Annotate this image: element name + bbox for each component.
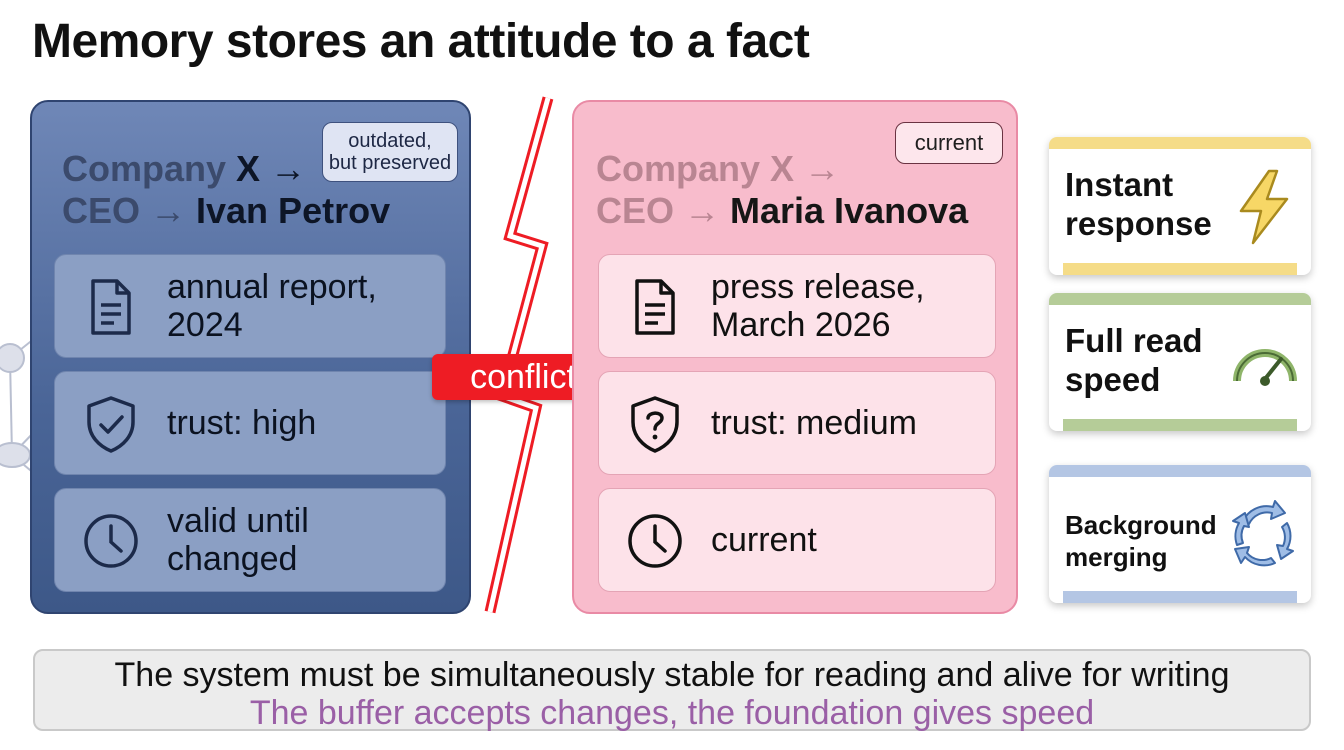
role-label: CEO → [62, 190, 197, 231]
source-line1: annual report, [167, 268, 377, 306]
footer-banner: The system must be simultaneously stable… [33, 649, 1311, 731]
speedometer-icon [1233, 349, 1297, 386]
feature-bottom-bar [1063, 419, 1297, 431]
lightning-bolt-divider [484, 96, 554, 614]
trust-row: trust: high [54, 371, 446, 475]
validity-text: current [711, 521, 817, 559]
clock-icon [84, 514, 138, 568]
feature-bottom-bar [1063, 263, 1297, 275]
slide-title: Memory stores an attitude to a fact [32, 15, 810, 68]
role-value: Maria Ivanova [730, 190, 969, 231]
subject-arrow: → [260, 148, 307, 189]
footer-line2: The buffer accepts changes, the foundati… [249, 694, 1095, 732]
source-text: press release,March 2026 [711, 255, 925, 357]
source-line1: press release, [711, 268, 925, 306]
feature-top-bar [1049, 137, 1311, 149]
validity-line2: changed [167, 540, 298, 578]
current-tag: current [895, 122, 1003, 164]
clock-icon [628, 514, 682, 568]
feature-line2: response [1065, 205, 1212, 242]
feature-top-bar [1049, 293, 1311, 305]
outdated-fact-heading: Company X → CEO → Ivan Petrov [62, 148, 390, 232]
feature-bottom-bar [1063, 591, 1297, 603]
feature-line1: Instant [1065, 166, 1174, 203]
footer-line1: The system must be simultaneously stable… [114, 656, 1230, 694]
source-text: annual report,2024 [167, 255, 377, 357]
trust-text: trust: high [167, 404, 317, 442]
feature-line1: Background [1065, 510, 1217, 540]
current-fact-heading: Company X → CEO → Maria Ivanova [596, 148, 968, 232]
trust-row: trust: medium [598, 371, 996, 475]
subject-label: Company [62, 148, 237, 189]
validity-line1: valid until [167, 502, 309, 540]
source-line2: 2024 [167, 306, 243, 344]
subject-name: X [236, 148, 261, 189]
subject-label: Company X → [596, 148, 841, 189]
trust-text: trust: medium [711, 404, 917, 442]
feature-line2: speed [1065, 361, 1161, 398]
shield-question-icon [631, 396, 679, 453]
outdated-tag-line2: but preserved [328, 152, 452, 174]
lightning-icon [1239, 169, 1289, 245]
feature-line1: Full read [1065, 322, 1203, 359]
outdated-tag: outdated, but preserved [322, 122, 458, 182]
role-value: Ivan Petrov [196, 190, 391, 231]
feature-line2: merging [1065, 542, 1168, 572]
outdated-fact-card: outdated, but preserved Company X → CEO … [30, 100, 471, 614]
source-line2: March 2026 [711, 306, 891, 344]
source-row: press release,March 2026 [598, 254, 996, 358]
validity-row: current [598, 488, 996, 592]
feature-top-bar [1049, 465, 1311, 477]
source-row: annual report,2024 [54, 254, 446, 358]
sync-arrows-icon [1232, 500, 1294, 567]
current-fact-card: current Company X → CEO → Maria Ivanova … [572, 100, 1018, 614]
document-icon [635, 279, 675, 335]
outdated-tag-line1: outdated, [348, 130, 432, 152]
shield-check-icon [87, 396, 135, 453]
document-icon [91, 279, 131, 335]
role-label: CEO → [596, 190, 731, 231]
